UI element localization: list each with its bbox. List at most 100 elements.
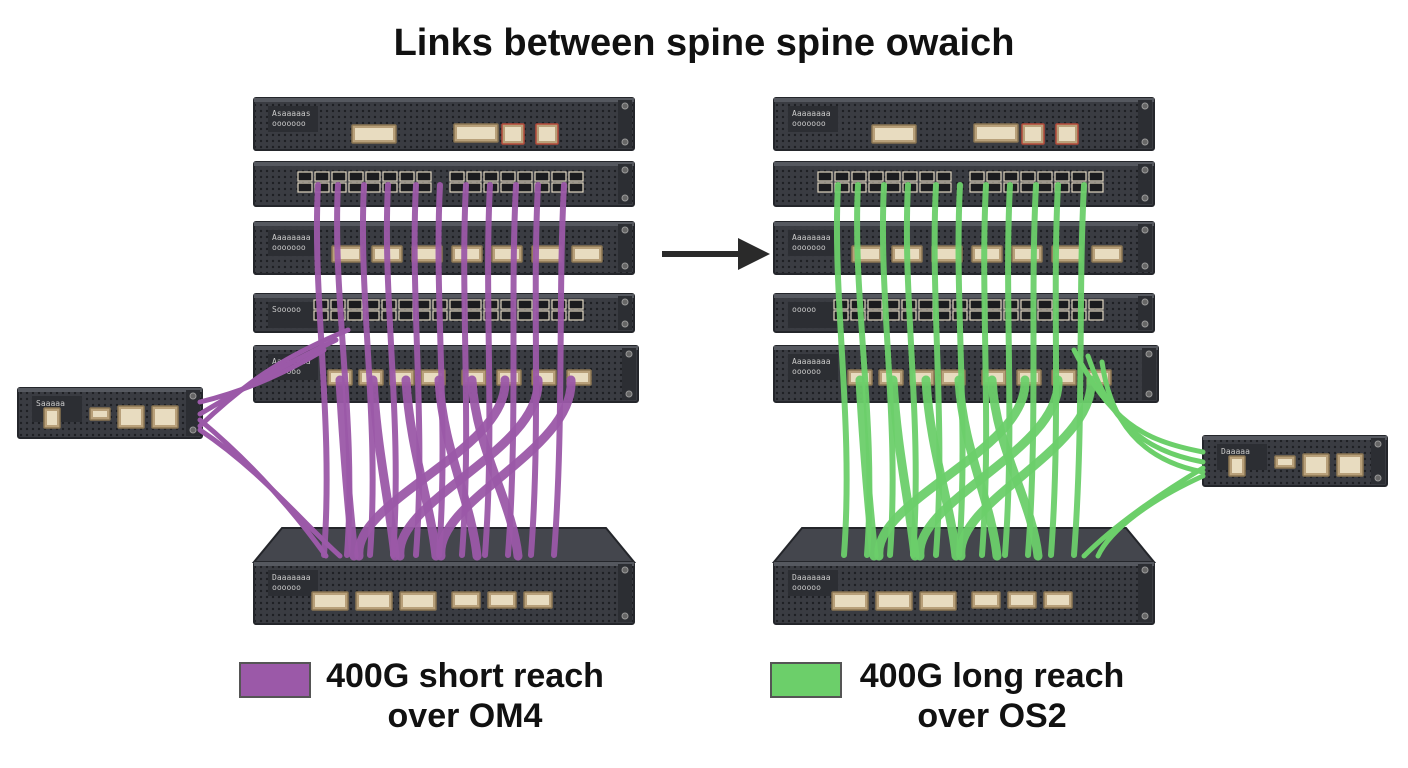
- right-spine-1-ear: [1138, 100, 1152, 148]
- right-edge-switch-top-edge: [1203, 436, 1387, 440]
- left-leaf-1-ear: [618, 224, 632, 272]
- left-core-port-b0-inner: [455, 595, 477, 605]
- left-core-front-screw-top: [621, 566, 629, 574]
- left-cable-8: [505, 182, 519, 558]
- left-trunk-0: [335, 375, 359, 561]
- left-trunk-1: [368, 375, 400, 561]
- right-leaf-2-label-panel: [788, 354, 838, 380]
- left-edge-switch: Saaaaa: [17, 387, 203, 439]
- left-patch-1: [253, 161, 635, 207]
- left-patch-1-right-port-7-top: [568, 171, 584, 182]
- right-patch-2-label-panel: [788, 302, 838, 328]
- right-cable-5: [955, 182, 966, 558]
- left-leaf-2-port-b3-inner: [570, 373, 588, 382]
- left-patch-1-left-port-0-bottom: [297, 182, 313, 193]
- left-core-port-b2-inner: [527, 595, 549, 605]
- left-patch-2-ports-port-5-top: [398, 299, 414, 310]
- left-leaf-1-label-line1: ooooooo: [272, 243, 306, 252]
- left-cable-7: [482, 182, 493, 558]
- right-patch-1-screw-bottom: [1141, 194, 1149, 202]
- right-patch-1-left-port-5-top: [902, 171, 918, 182]
- left-patch-2-ports-port-15-top: [568, 299, 584, 310]
- right-patch-1-right-port-7-bottom: [1088, 182, 1104, 193]
- right-core-front-ear: [1138, 564, 1152, 622]
- right-trunk-1: [888, 375, 920, 561]
- left-core-port-a2-inner: [403, 595, 433, 607]
- right-patch-1-right-port-1-top: [986, 171, 1002, 182]
- right-patch-1-left-port-4-top: [885, 171, 901, 182]
- left-patch-1-right-port-5-top: [534, 171, 550, 182]
- right-patch-1-top-edge: [774, 162, 1154, 166]
- left-edge-switch-label-line0: Saaaaa: [36, 399, 65, 408]
- right-spine-1-port-d-inner: [1059, 127, 1075, 141]
- left-edge-switch-top-edge: [18, 388, 202, 392]
- left-edge-cable-1: [197, 337, 339, 417]
- left-patch-2-ports-port-9-bottom: [466, 310, 482, 321]
- left-spine-1-screw-top: [621, 102, 629, 110]
- right-patch-2: ooooo: [773, 293, 1155, 333]
- right-leaf-1-port-6-inner: [1095, 249, 1119, 259]
- right-spine-1-top-edge: [774, 98, 1154, 102]
- left-leaf-2-port-a2-inner: [393, 373, 411, 382]
- right-core-port-b2-inner: [1047, 595, 1069, 605]
- right-trunk-3: [954, 375, 1002, 561]
- left-core-front-label-line0: Daaaaaaa: [272, 573, 311, 582]
- left-patch-1-right-port-1-bottom: [466, 182, 482, 193]
- left-core-front-screw-bottom: [621, 612, 629, 620]
- right-core-front-screw-top: [1141, 566, 1149, 574]
- right-trunk-0: [855, 375, 879, 561]
- right-patch-1-right-port-0-bottom: [969, 182, 985, 193]
- right-trunk-2: [921, 375, 961, 561]
- left-patch-2-ear: [618, 296, 632, 330]
- left-leaf-2-port-b1-inner: [500, 373, 518, 382]
- right-leaf-2-port-a3-inner: [944, 373, 962, 382]
- right-spine-1-screw-bottom: [1141, 138, 1149, 146]
- right-leaf-1-screw-top: [1141, 226, 1149, 234]
- left-leaf-1-screw-top: [621, 226, 629, 234]
- left-spine-1-port-b-inner: [457, 127, 495, 139]
- right-leaf-1-port-2-inner: [935, 249, 959, 259]
- right-leaf-2-port-b1-inner: [1020, 373, 1038, 382]
- right-cable-9: [1048, 182, 1061, 558]
- left-patch-1-top-edge: [254, 162, 634, 166]
- left-patch-1-right-port-7-bottom: [568, 182, 584, 193]
- left-core-port-a1-inner: [359, 595, 389, 607]
- left-patch-1-left-port-5-top: [382, 171, 398, 182]
- left-patch-2-ports-port-5-bottom: [398, 310, 414, 321]
- long-reach-swatch: [770, 662, 842, 698]
- right-cable-2: [879, 182, 896, 558]
- short-reach-line1: 400G short reach: [326, 657, 604, 695]
- left-patch-1-screw-top: [621, 166, 629, 174]
- left-patch-1-right-port-4-bottom: [517, 182, 533, 193]
- right-leaf-2-label-line1: oooooo: [792, 367, 821, 376]
- left-spine-1-label-panel: [268, 106, 318, 132]
- right-patch-1-left-port-3-top: [868, 171, 884, 182]
- right-core-port-a1-inner: [879, 595, 909, 607]
- left-leaf-1-port-4-inner: [495, 249, 519, 259]
- right-patch-2-ports-port-15-bottom: [1088, 310, 1104, 321]
- left-leaf-1-screw-bottom: [621, 262, 629, 270]
- right-core-port-a2-inner: [923, 595, 953, 607]
- left-patch-2-ports-port-12-top: [517, 299, 533, 310]
- left-leaf-1-port-6-inner: [575, 249, 599, 259]
- right-patch-1-right-port-6-top: [1071, 171, 1087, 182]
- right-edge-switch: Daaaaa: [1202, 435, 1388, 487]
- right-patch-1-right-port-3-top: [1020, 171, 1036, 182]
- left-cable-4: [411, 182, 423, 558]
- right-edge-switch-screw-bottom: [1374, 474, 1382, 482]
- right-core-front-label-line1: oooooo: [792, 583, 821, 592]
- left-patch-1-right-port-2-top: [483, 171, 499, 182]
- left-patch-1-left-port-6-top: [399, 171, 415, 182]
- right-cable-8: [1025, 182, 1039, 558]
- right-trunk-6: [915, 375, 1063, 561]
- right-spine-1-label-line0: Aaaaaaaa: [792, 109, 831, 118]
- left-edge-switch-screw-top: [189, 392, 197, 400]
- long-reach-line1: 400G long reach: [859, 657, 1125, 695]
- left-core-front-top-edge: [254, 562, 634, 566]
- left-patch-2-screw-bottom: [621, 320, 629, 328]
- right-leaf-1-port-0-inner: [855, 249, 879, 259]
- right-patch-2-ports-port-9-bottom: [986, 310, 1002, 321]
